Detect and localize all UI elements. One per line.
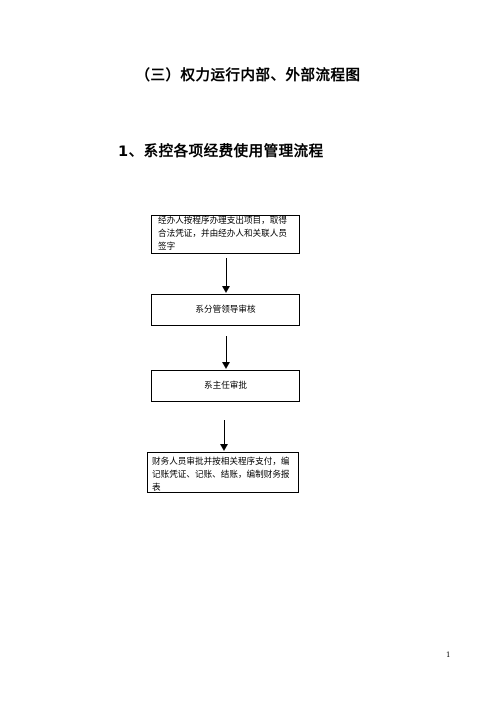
- flow-step-2-text: 系分管领导审核: [195, 304, 256, 315]
- page-title: （三）权力运行内部、外部流程图: [135, 68, 361, 84]
- flow-arrow-2: [221, 336, 231, 370]
- flow-step-3-text: 系主任审批: [204, 380, 247, 391]
- flow-step-4-text: 财务人员审批并按相关程序支付，编记账凭证、记账、结账，编制财务报表: [152, 457, 290, 493]
- section-title: 1、系控各项经费使用管理流程: [118, 144, 324, 160]
- page-number: 1: [446, 651, 451, 659]
- flow-step-4-box: 财务人员审批并按相关程序支付，编记账凭证、记账、结账，编制财务报表: [147, 452, 299, 493]
- flow-step-1-text: 经办人按程序办理支出项目，取得合法凭证，并由经办人和关联人员签字: [158, 216, 287, 252]
- flow-arrow-3: [219, 420, 229, 452]
- flow-arrow-1: [221, 258, 231, 294]
- flow-step-1-box: 经办人按程序办理支出项目，取得合法凭证，并由经办人和关联人员签字: [151, 215, 300, 254]
- flow-step-2-box: 系分管领导审核: [151, 294, 300, 326]
- flow-step-3-box: 系主任审批: [151, 370, 300, 402]
